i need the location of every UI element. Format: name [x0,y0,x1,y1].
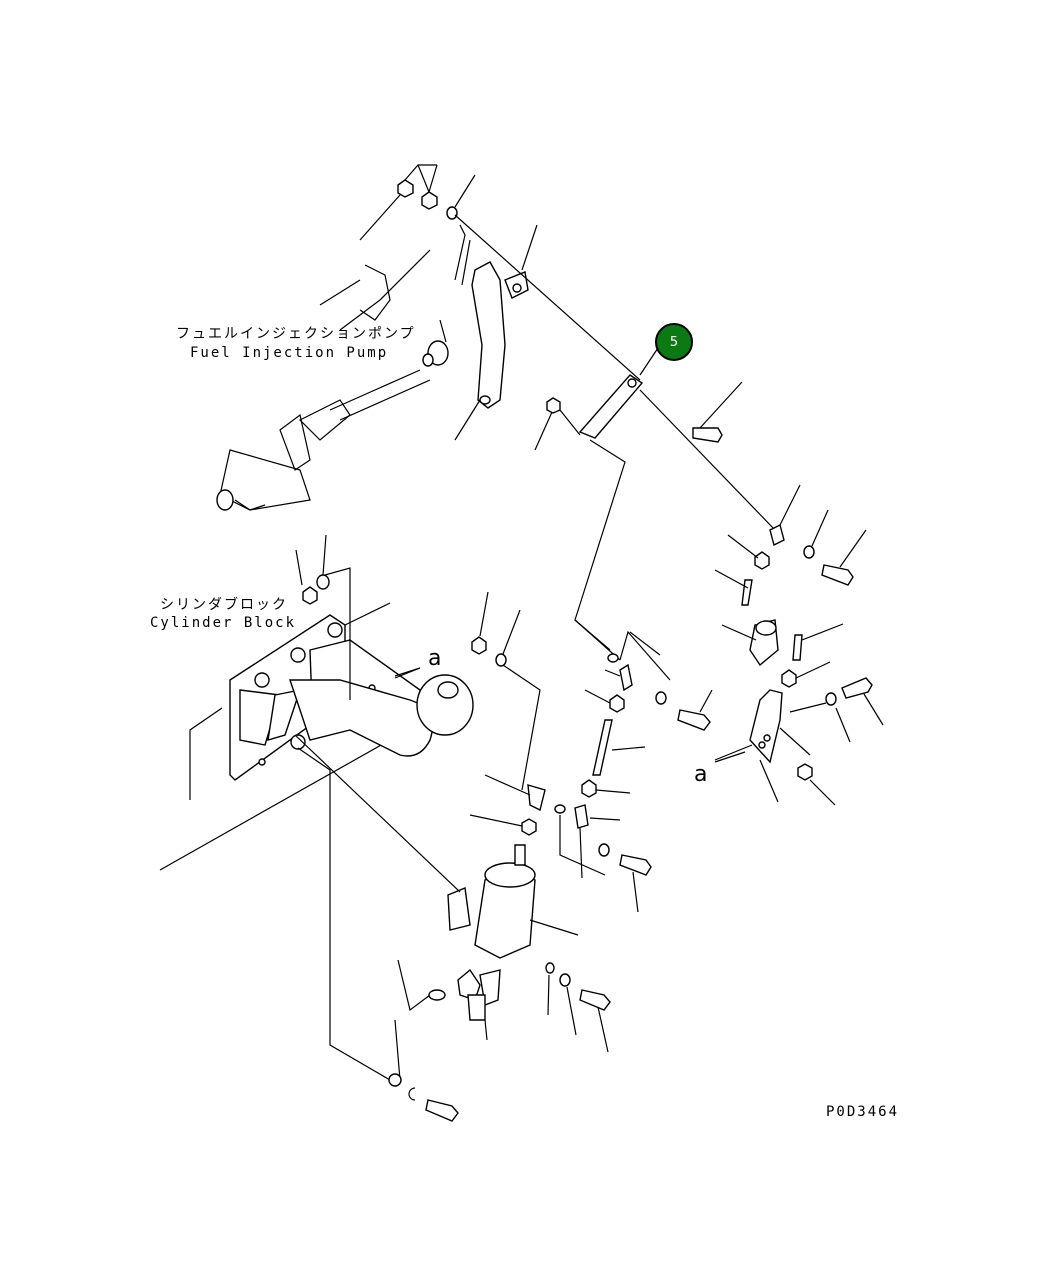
fuel-injection-pump [216,194,449,511]
view-arrow-2 [714,751,746,763]
solenoid-bracket [714,677,884,806]
fuel-pump-label-en: Fuel Injection Pump [190,345,389,361]
cylinder-block-bracket [159,534,474,871]
view-a-marker-2: a [694,762,708,787]
part-callout-5[interactable]: 5 [655,323,693,361]
cylinder-block-label-jp: シリンダブロック [160,597,288,613]
drawing-code: P0D3464 [826,1104,900,1120]
view-arrow-1 [394,667,421,679]
stop-solenoid [294,734,611,1122]
cylinder-block-label-en: Cylinder Block [150,615,297,631]
view-a-marker-1: a [428,646,442,671]
lever-arm [534,344,776,661]
top-fasteners [397,164,641,381]
pump-lever [454,224,538,441]
middle-fasteners [469,591,713,913]
linkage-rod-end [714,484,867,688]
callout-number: 5 [669,334,679,350]
fuel-pump-label-jp: フュエルインジェクションポンプ [176,326,416,342]
